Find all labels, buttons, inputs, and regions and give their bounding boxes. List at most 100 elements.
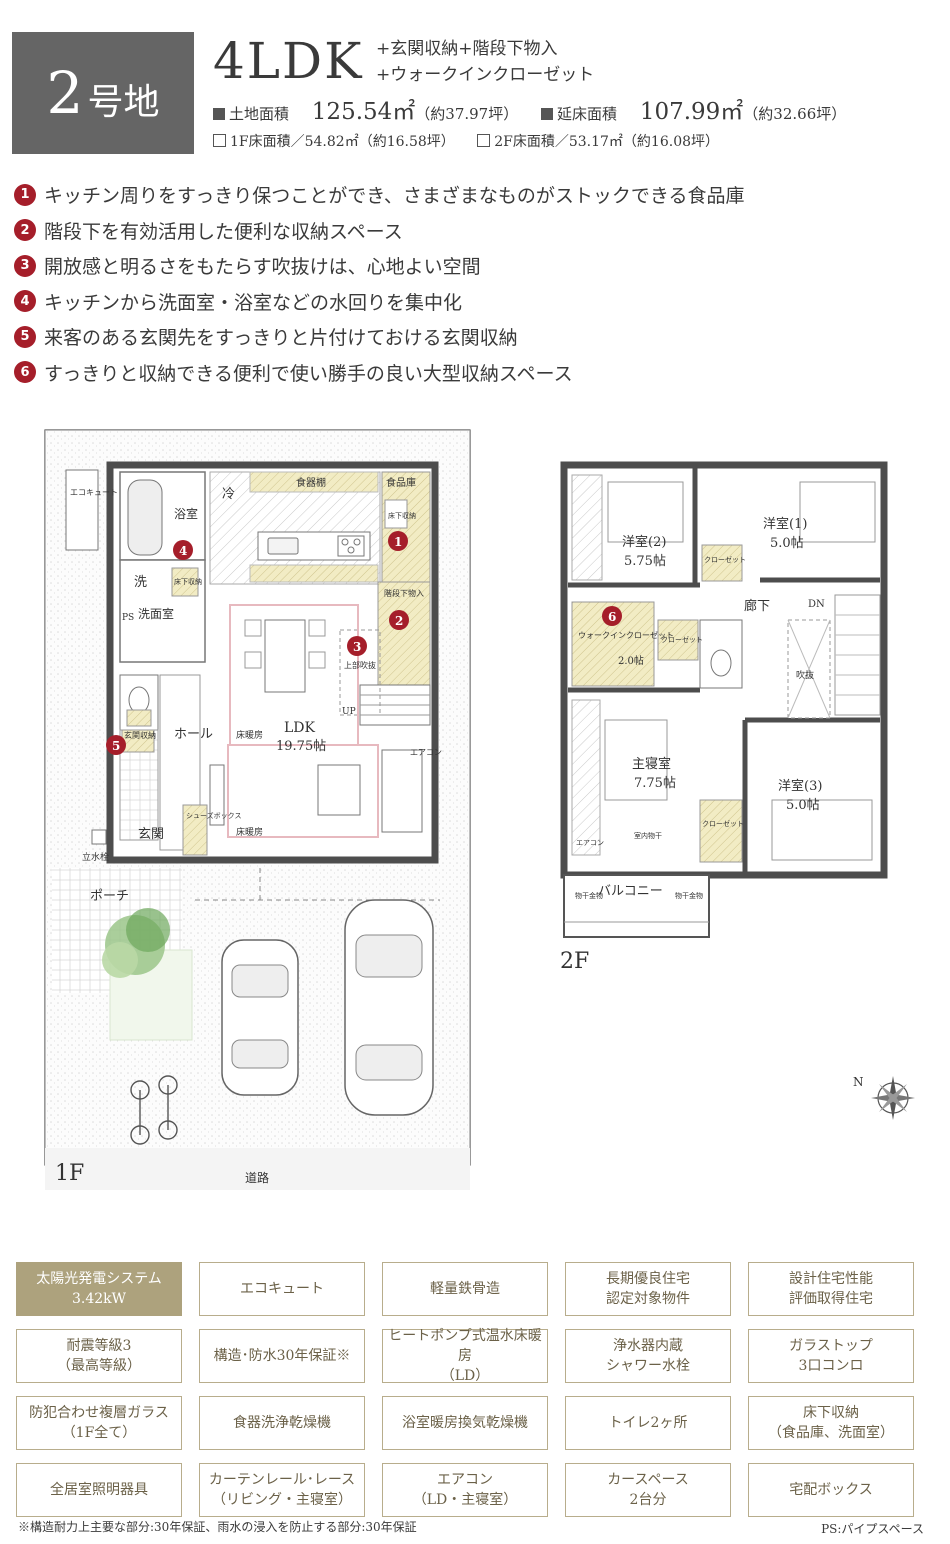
spec-line: ヒートポンプ式温水床暖房 <box>388 1328 542 1364</box>
floor-area-value: 107.99㎡ <box>639 99 744 125</box>
spec-item: エコキュート <box>199 1262 365 1316</box>
marker-3: 3 <box>347 636 367 656</box>
feature-item: 6 すっきりと収納できる便利で使い勝手の良い大型収納スペース <box>14 359 573 386</box>
floor1-plan: 浴室 洗 洗面室 PS 冷 食器棚 食品庫 床下収納 床下収納 階段下物入 上部… <box>44 429 471 1190</box>
feature-number-marker: 6 <box>14 361 36 383</box>
spec-line: （リビング・主寝室） <box>212 1492 352 1508</box>
svg-text:3: 3 <box>353 640 361 654</box>
floor-area-breakdown: 1F床面積／54.82㎡（約16.58坪） 2F床面積／53.17㎡（約16.0… <box>213 131 719 151</box>
svg-text:5: 5 <box>112 739 120 753</box>
label-balcony: バルコニー <box>598 884 663 899</box>
label-underfloor1: 床下収納 <box>388 511 416 520</box>
understair-storage <box>377 581 431 688</box>
label-shoebox: シューズボックス <box>186 811 241 820</box>
floor1-label: 1F <box>55 1161 84 1186</box>
land-area-tsubo: （約37.97坪） <box>415 105 519 123</box>
feature-text: すっきりと収納できる便利で使い勝手の良い大型収納スペース <box>44 362 573 385</box>
spec-item: 床下収納（食品庫、洗面室） <box>748 1396 914 1450</box>
floor-area-label: 延床面積 <box>557 105 618 123</box>
feature-number-marker: 4 <box>14 290 36 312</box>
spec-line: （LD） <box>440 1368 490 1384</box>
label-void-2f: 吹抜 <box>796 669 814 681</box>
spec-line: 太陽光発電システム <box>36 1271 162 1287</box>
spec-item: 食器洗浄乾燥機 <box>199 1396 365 1450</box>
spec-item: 浴室暖房換気乾燥機 <box>382 1396 548 1450</box>
spec-line: 浄水器内蔵 <box>613 1338 683 1354</box>
label-ecocute: エコキュート <box>70 488 118 497</box>
marker-2: 2 <box>389 610 409 630</box>
label-cupboard: 食器棚 <box>296 476 326 489</box>
spec-item: トイレ2ヶ所 <box>565 1396 731 1450</box>
label-master-size: 7.75帖 <box>634 776 676 791</box>
label-underfloor2: 床下収納 <box>174 577 202 586</box>
feature-number-marker: 5 <box>14 325 36 348</box>
label-indoor-dryer: 室内物干 <box>634 831 662 840</box>
spec-line: トイレ2ヶ所 <box>608 1415 688 1431</box>
spec-item: 浄水器内蔵シャワー水栓 <box>565 1329 731 1383</box>
ecocute-unit <box>65 469 99 551</box>
spec-line: カースペース <box>607 1472 689 1488</box>
road-label: 道路 <box>245 1170 269 1185</box>
marker-4: 4 <box>173 540 193 560</box>
spec-line: 2台分 <box>629 1492 667 1508</box>
label-dryer-left: 物干金物 <box>575 891 603 900</box>
label-entrance-storage: 玄関収納 <box>124 730 156 740</box>
spec-line: （LD・主寝室） <box>412 1492 518 1508</box>
spec-item: 全居室照明器具 <box>16 1463 182 1517</box>
label-up: UP <box>342 707 356 717</box>
label-western1: 洋室(1) <box>763 516 807 532</box>
plan-extras: +玄関収納+階段下物入 +ウォークインクローゼット <box>376 36 594 88</box>
spec-line: エコキュート <box>240 1281 324 1297</box>
spec-line: （1F全て） <box>61 1425 137 1441</box>
spec-item: 耐震等級3（最高等級） <box>16 1329 182 1383</box>
feature-text: 階段下を有効活用した便利な収納スペース <box>44 220 403 243</box>
label-dn: DN <box>808 599 825 610</box>
label-closet1: クローゼット <box>704 555 746 564</box>
label-bath: 浴室 <box>174 506 198 521</box>
spec-line: 防犯合わせ複層ガラス <box>29 1405 169 1421</box>
lot-number: 2 <box>46 59 84 127</box>
label-master: 主寝室 <box>632 756 671 772</box>
road <box>45 1148 470 1190</box>
spec-line: 3.42kW <box>71 1291 127 1307</box>
label-pantry: 食品庫 <box>386 476 416 489</box>
square-outline-icon <box>213 134 226 147</box>
area-summary: 土地面積 125.54㎡（約37.97坪） 延床面積 107.99㎡（約32.6… <box>213 92 846 126</box>
spec-item: 太陽光発電システム 3.42kW <box>16 1262 182 1316</box>
label-washroom: 洗面室 <box>138 606 174 621</box>
label-western3-size: 5.0帖 <box>786 798 820 813</box>
spec-item: ヒートポンプ式温水床暖房 （LD） <box>382 1328 548 1384</box>
lot-label: 号地 <box>87 82 160 123</box>
spec-line: 全居室照明器具 <box>50 1482 148 1498</box>
spec-line: 設計住宅性能 <box>789 1271 873 1287</box>
spec-item: 防犯合わせ複層ガラス （1F全て） <box>16 1396 182 1450</box>
label-closet3: クローゼット <box>702 819 744 828</box>
label-ldk-size: 19.75帖 <box>276 739 326 754</box>
spec-line: 床下収納 <box>803 1405 859 1421</box>
label-floor-heat2: 床暖房 <box>236 826 263 838</box>
spec-line: ガラストップ <box>789 1338 873 1354</box>
floor-plan: 浴室 洗 洗面室 PS 冷 食器棚 食品庫 床下収納 床下収納 階段下物入 上部… <box>44 429 915 1190</box>
label-porch: ポーチ <box>90 889 129 904</box>
label-faucet: 立水栓 <box>82 851 109 863</box>
marker-5: 5 <box>106 735 126 755</box>
feature-text: 来客のある玄関先をすっきりと片付けておける玄関収納 <box>44 327 518 349</box>
label-western1-size: 5.0帖 <box>770 536 804 551</box>
label-void: 上部吹抜 <box>344 660 376 670</box>
spec-line: 食器洗浄乾燥機 <box>233 1415 331 1431</box>
closet-1 <box>701 544 743 582</box>
label-ps: PS <box>122 613 134 623</box>
shoebox <box>182 804 208 856</box>
compass-north-label: N <box>853 1075 864 1089</box>
svg-text:6: 6 <box>608 610 616 624</box>
label-floor-heat1: 床暖房 <box>236 729 263 741</box>
svg-text:4: 4 <box>179 544 187 558</box>
svg-text:1: 1 <box>394 535 402 549</box>
car-1 <box>221 939 299 1096</box>
spec-line: シャワー水栓 <box>606 1358 690 1374</box>
lot-number-badge: 2 号地 <box>12 32 194 154</box>
spec-line: 認定対象物件 <box>606 1291 690 1307</box>
spec-line: 浴室暖房換気乾燥機 <box>402 1415 528 1431</box>
